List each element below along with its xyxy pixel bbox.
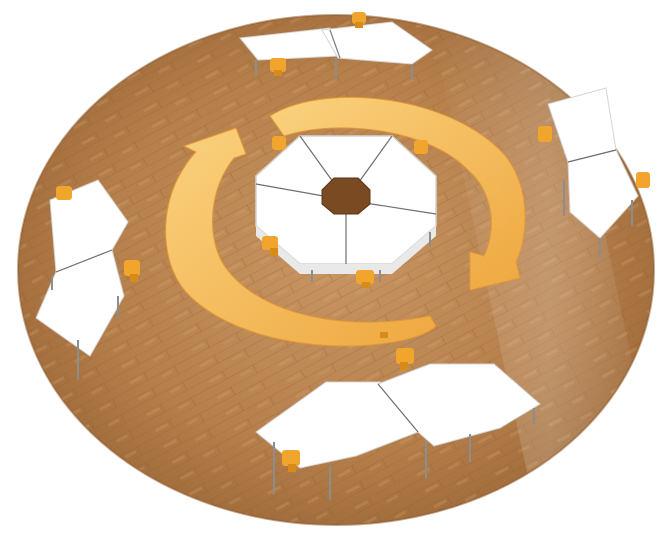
chair (414, 140, 428, 154)
chair (56, 186, 72, 200)
arrow-tail-block (380, 332, 388, 338)
chair (538, 126, 552, 142)
chair (636, 172, 650, 188)
chair (272, 136, 286, 150)
